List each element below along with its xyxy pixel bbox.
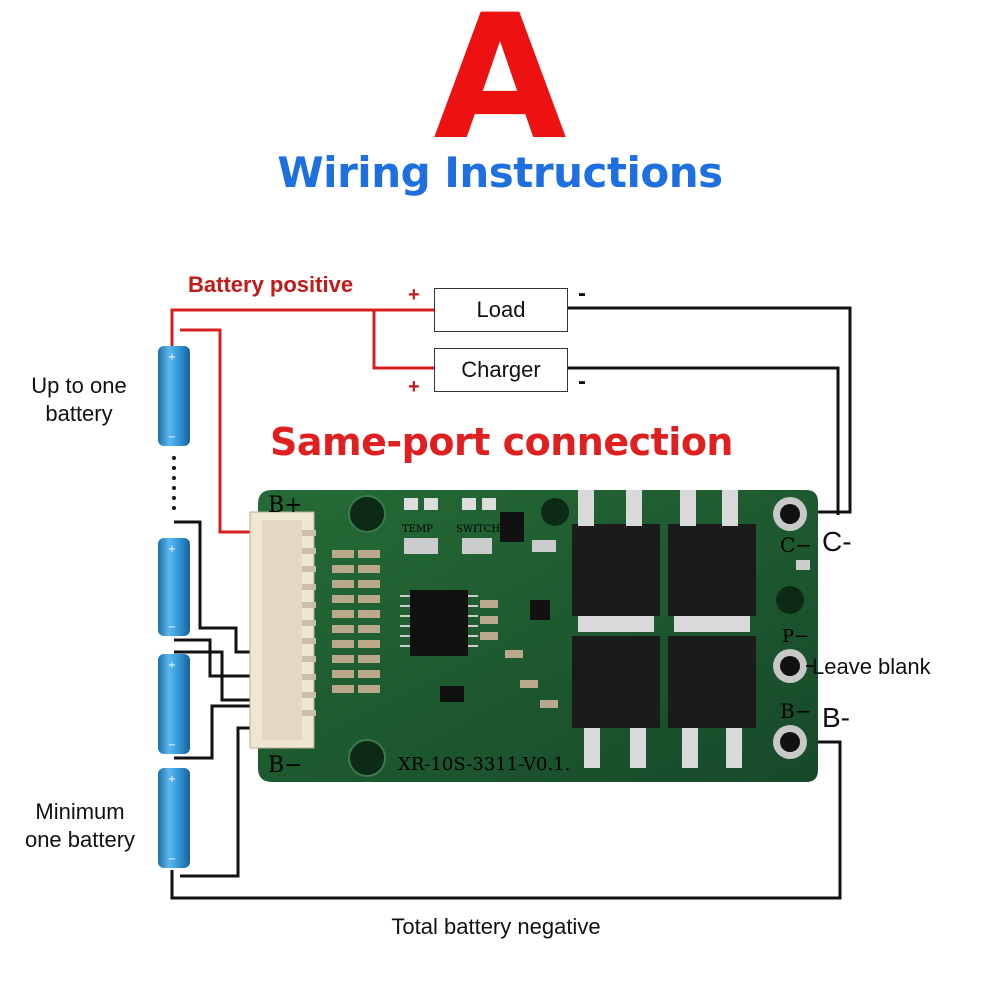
switch-pad bbox=[462, 538, 492, 554]
pcb-model-text: XR-10S-3311-V0.1. bbox=[398, 754, 570, 775]
load-plus-sign: + bbox=[408, 284, 420, 306]
b-minus-label: B- bbox=[822, 702, 850, 733]
battery-positive-label: Battery positive bbox=[188, 272, 354, 297]
up-to-one-battery-label: Up to one battery bbox=[14, 372, 144, 428]
terminal-c-minus bbox=[773, 497, 807, 531]
battery-dots bbox=[172, 456, 176, 510]
terminal-p-minus bbox=[773, 649, 807, 683]
battery-cell-2: + − bbox=[158, 538, 190, 636]
bms-pcb: B+ B− XR-10S-3311-V0.1. C− P− B− TEMP SW… bbox=[249, 490, 818, 782]
minimum-one-battery-label: Minimum one battery bbox=[6, 798, 154, 854]
load-label: Load bbox=[476, 297, 526, 322]
up-to-one-battery-line-2: battery bbox=[45, 401, 113, 426]
svg-text:−: − bbox=[168, 622, 176, 633]
silk-temp: TEMP bbox=[402, 524, 433, 535]
leave-blank-line bbox=[806, 665, 816, 667]
svg-text:+: + bbox=[168, 352, 176, 363]
charger-plus-sign: + bbox=[408, 376, 420, 398]
battery-cells: + − + − + − + − bbox=[158, 346, 190, 868]
mosfets bbox=[572, 490, 756, 768]
battery-cell-1: + − bbox=[158, 346, 190, 446]
connector-pins bbox=[302, 530, 316, 716]
silk-b-minus: B− bbox=[268, 753, 303, 778]
svg-text:+: + bbox=[168, 660, 176, 671]
battery-cell-4: + − bbox=[158, 768, 190, 868]
silk-c-minus: C− bbox=[780, 533, 812, 557]
smd-components bbox=[332, 550, 558, 708]
silk-p-minus: P− bbox=[782, 626, 809, 647]
positive-wires bbox=[170, 308, 434, 534]
subtitle: Wiring Instructions bbox=[277, 148, 723, 197]
c-minus-label: C- bbox=[822, 526, 852, 557]
load-box: Load bbox=[434, 288, 568, 332]
terminal-b-minus bbox=[773, 725, 807, 759]
ic-chip bbox=[410, 590, 468, 656]
battery-cell-3: + − bbox=[158, 654, 190, 754]
silk-b-plus: B+ bbox=[268, 493, 303, 518]
minimum-one-battery-line-2: one battery bbox=[24, 827, 136, 852]
svg-text:+: + bbox=[168, 774, 176, 785]
total-battery-negative-label: Total battery negative bbox=[391, 914, 601, 939]
charger-box: Charger bbox=[434, 348, 568, 392]
negative-wires bbox=[170, 306, 852, 900]
charger-minus-sign: - bbox=[578, 368, 586, 395]
title-letter: A bbox=[433, 0, 567, 178]
ic-pins bbox=[400, 595, 478, 647]
same-port-headline: Same-port connection bbox=[270, 420, 733, 464]
svg-text:−: − bbox=[168, 740, 176, 751]
temp-pad bbox=[404, 538, 438, 554]
charger-label: Charger bbox=[461, 357, 541, 382]
silk-switch: SWITCH bbox=[456, 524, 500, 535]
svg-text:−: − bbox=[168, 432, 176, 443]
svg-text:−: − bbox=[168, 854, 176, 865]
leave-blank-label: Leave blank bbox=[812, 654, 931, 679]
svg-text:+: + bbox=[168, 544, 176, 555]
up-to-one-battery-line-1: Up to one bbox=[31, 373, 127, 398]
load-minus-sign: - bbox=[578, 280, 586, 307]
minimum-one-battery-line-1: Minimum bbox=[35, 799, 125, 824]
silk-b-minus-right: B− bbox=[780, 699, 811, 723]
